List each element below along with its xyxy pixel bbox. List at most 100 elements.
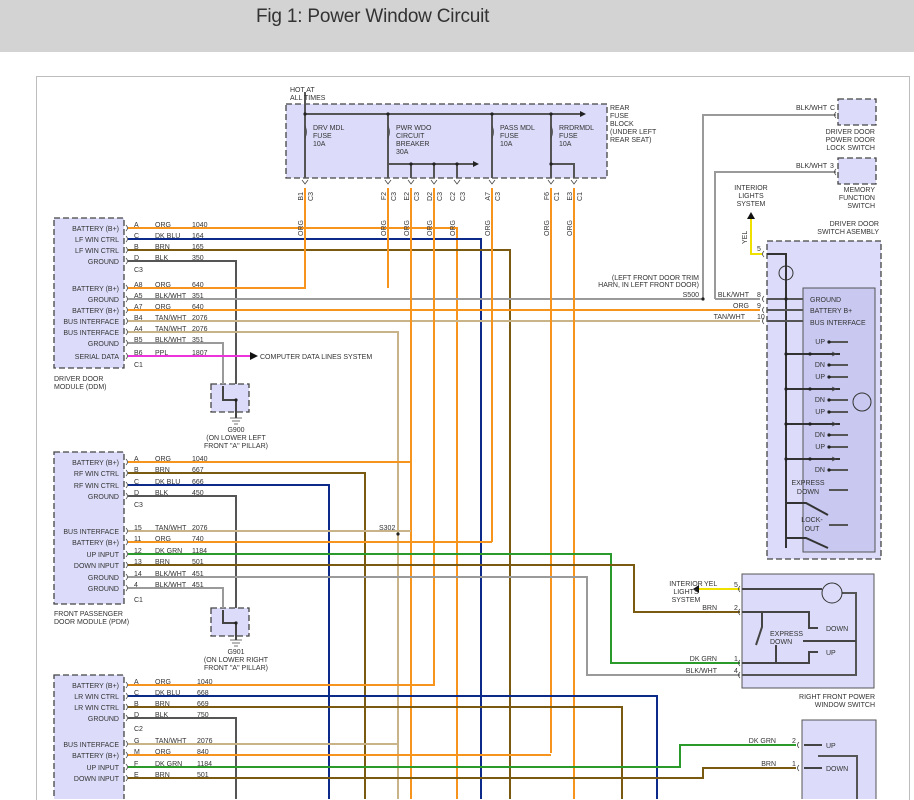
pdm-pin-id: B (134, 467, 139, 474)
right-front-power-window-switch (741, 573, 875, 689)
lr-wire-color: TAN/WHT (155, 738, 187, 745)
ddm-circuit-number: 351 (192, 337, 204, 344)
g900-ground (222, 386, 237, 418)
g900-ground-block (210, 383, 250, 413)
circuit-breaker-icon (387, 125, 390, 139)
ddm-wire-color: BRN (155, 244, 170, 251)
ddm-circuit-number: 350 (192, 255, 204, 262)
s500-label: S500 (683, 292, 699, 299)
pdm-circuit-number: 667 (192, 467, 204, 474)
rrdr-tap (551, 163, 575, 178)
fuse-junction-dot (490, 112, 494, 116)
memory-switch-pin: 3 (830, 163, 834, 170)
lr-wire-e (128, 767, 796, 779)
rfs-pin: 1 (734, 656, 738, 663)
lr-pin-label: DOWN INPUT (74, 776, 120, 783)
fuse-block-name: (UNDER LEFT (610, 129, 657, 136)
ground-icon (230, 639, 242, 647)
ddm-wire-c (128, 238, 482, 799)
dsa-bus-label: BUS INTERFACE (810, 320, 866, 327)
ddm-pin-label: BUS INTERFACE (63, 330, 119, 337)
ddm-pin-label: BUS INTERFACE (63, 319, 119, 326)
terminal-wire-color-label: ORG (485, 220, 492, 236)
pdm-pin-label: GROUND (88, 494, 119, 501)
connector-pin-icon (125, 235, 128, 243)
terminal-pin-label: B1 (298, 192, 305, 201)
connector-pin-icon (125, 527, 128, 535)
ddm-pin-label: GROUND (88, 341, 119, 348)
connector-pin-icon (125, 317, 128, 325)
lr-pin-label: LR WIN CTRL (74, 705, 119, 712)
ddm-wire-b (128, 249, 511, 799)
fuse-label: 10A (559, 141, 572, 148)
g900-name: G900 (227, 427, 244, 434)
ddm-pin-label: LF WIN CTRL (75, 237, 119, 244)
ddm-pin-label: LF WIN CTRL (75, 248, 119, 255)
lamp-icon (821, 582, 843, 604)
pdm-circuit-number: 1040 (192, 456, 208, 463)
serial-data-destination: COMPUTER DATA LINES SYSTEM (260, 354, 372, 361)
terminal-connector-label: C3 (308, 192, 315, 201)
s302-splice-dot (396, 532, 400, 536)
ddm-wire-color: BLK (155, 255, 169, 262)
ddm-wire-color: TAN/WHT (155, 326, 187, 333)
hot-at-all-times-label: ALL TIMES (290, 95, 326, 102)
splice-dot (827, 445, 831, 449)
pdm-wire-color: ORG (155, 536, 171, 543)
splice-dot (808, 457, 812, 461)
dsa-express-label: DOWN (797, 489, 819, 496)
pdm-name: DOOR MODULE (PDM) (54, 619, 129, 626)
splice-dot (234, 398, 238, 402)
memory-switch-wire-color: BLK/WHT (796, 163, 828, 170)
ddm-pin-id: B6 (134, 350, 143, 357)
lrs-pin: 2 (792, 738, 796, 745)
yel-wire-label: YEL (742, 231, 749, 244)
terminal-connector-label: C3 (391, 192, 398, 201)
ddm-pin-label: BATTERY (B+) (72, 226, 119, 233)
splice-dot (827, 410, 831, 414)
fuse-label: RRDRMDL (559, 125, 594, 132)
fuse-junction-dot (386, 112, 390, 116)
ddm-connector-label: C1 (134, 362, 143, 369)
fuse-label: FUSE (313, 133, 332, 140)
terminal-connector-label: C3 (437, 192, 444, 201)
ddm-wire-color: DK BLU (155, 233, 180, 240)
pdm-pin-id: 13 (134, 559, 142, 566)
switch-contact-icon (831, 386, 837, 392)
dsa-name: DRIVER DOOR (830, 221, 879, 228)
connector-pin-icon (125, 339, 128, 347)
transistor-icon (852, 392, 872, 412)
lr-pin-id: F (134, 761, 138, 768)
terminal-pin-label: C2 (450, 192, 457, 201)
terminal-icon (384, 179, 392, 185)
ddm-circuit-number: 2076 (192, 326, 208, 333)
interior-lights-label: SYSTEM (737, 201, 766, 208)
fuse-block-name: REAR (610, 105, 629, 112)
splice-dot (808, 352, 812, 356)
terminal-pin-label: E2 (404, 192, 411, 201)
terminal-icon (488, 179, 496, 185)
rfs-pin: 2 (734, 605, 738, 612)
connector-pin-icon (125, 774, 128, 782)
ddm-pin-id: A7 (134, 304, 143, 311)
fuse-label: BREAKER (396, 141, 429, 148)
ddm-wire-color: ORG (155, 222, 171, 229)
connector-pin-icon (834, 111, 837, 119)
s500-splice-dot (701, 297, 705, 301)
dsa-wire-color: BLK/WHT (718, 292, 750, 299)
pdm-pin-label: BATTERY (B+) (72, 460, 119, 467)
lr-pin-id: G (134, 738, 139, 745)
pdm-wire-4 (128, 587, 224, 608)
fuse-label: FUSE (559, 133, 578, 140)
connector-pin-icon (125, 481, 128, 489)
lock-switch-pin: C (830, 105, 835, 112)
terminal-connector-label: C3 (460, 192, 467, 201)
ddm-circuit-number: 1040 (192, 222, 208, 229)
lock-switch-name: DRIVER DOOR (826, 129, 875, 136)
pdm-wire-color: DK BLU (155, 479, 180, 486)
ddm-wire-color: ORG (155, 282, 171, 289)
splice-dot (827, 375, 831, 379)
fuse-label: PWR WDO (396, 125, 432, 132)
ddm-wire-color: ORG (155, 304, 171, 311)
